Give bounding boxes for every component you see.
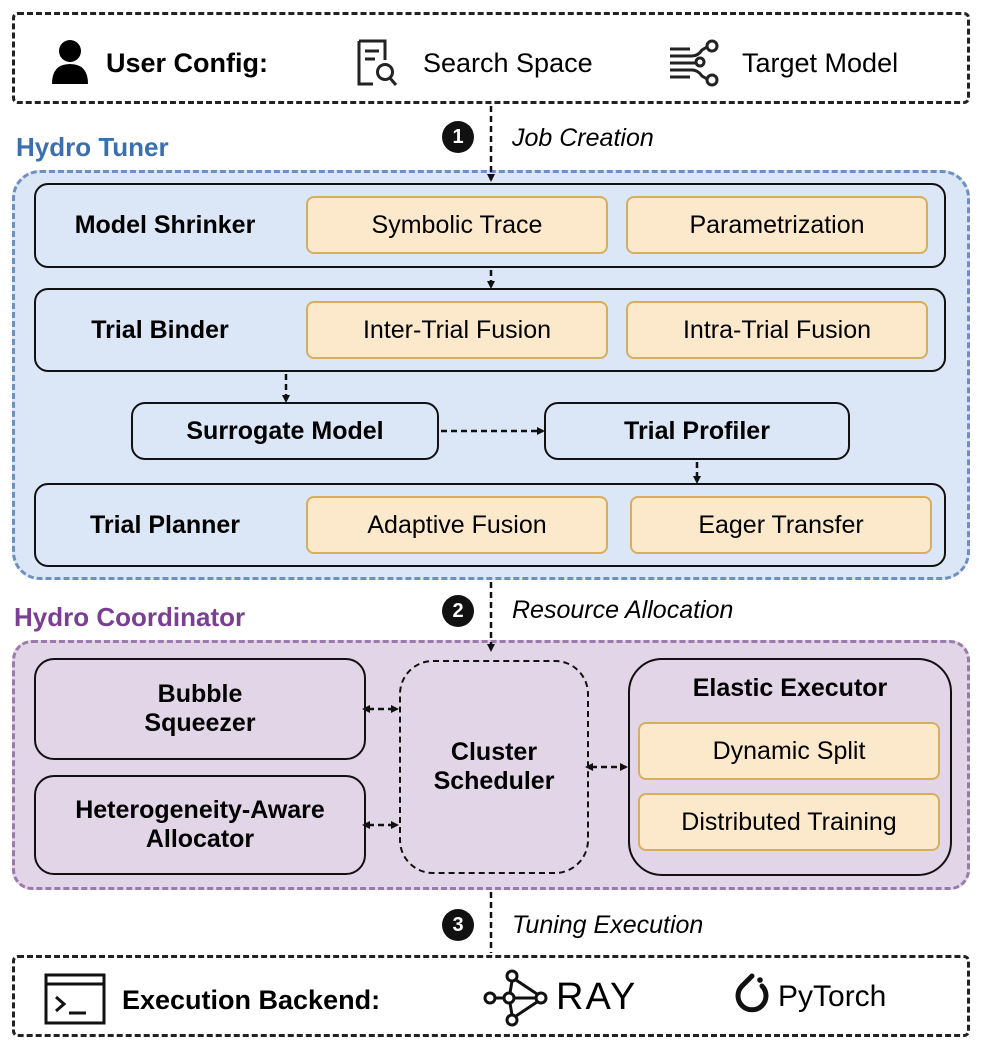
pytorch-label: PyTorch: [778, 980, 887, 1013]
ray-logo-icon: [482, 966, 550, 1030]
intra-trial-fusion-pill: Intra-Trial Fusion: [626, 301, 928, 359]
hydro-coordinator-title: Hydro Coordinator: [14, 602, 246, 632]
inter-trial-fusion-pill: Inter-Trial Fusion: [306, 301, 608, 359]
terminal-icon: [44, 973, 106, 1025]
hydro-tuner-title: Hydro Tuner: [16, 132, 169, 162]
step-1-badge: 1: [442, 121, 474, 153]
step-2-label: Resource Allocation: [512, 596, 734, 624]
elastic-executor-label: Elastic Executor: [692, 673, 888, 702]
step-3-label: Tuning Execution: [512, 911, 704, 939]
parametrization-pill: Parametrization: [626, 196, 928, 254]
pytorch-logo-icon: [732, 970, 772, 1020]
trial-binder-label: Trial Binder: [91, 315, 229, 344]
distributed-training-pill: Distributed Training: [638, 793, 940, 851]
search-document-icon: [355, 38, 399, 88]
ray-label: RAY: [556, 976, 638, 1018]
user-config-label: User Config:: [106, 48, 268, 78]
execution-backend-bar: [12, 955, 970, 1037]
step-3-badge: 3: [442, 909, 474, 941]
symbolic-trace-pill: Symbolic Trace: [306, 196, 608, 254]
bubble-squeezer-box: Bubble Squeezer: [34, 658, 366, 760]
eager-transfer-pill: Eager Transfer: [630, 496, 932, 554]
trial-profiler-box: Trial Profiler: [544, 402, 850, 460]
trial-planner-label: Trial Planner: [89, 510, 241, 539]
user-icon: [50, 38, 90, 86]
search-space-label: Search Space: [423, 48, 593, 78]
cluster-scheduler-box: Cluster Scheduler: [399, 660, 589, 874]
adaptive-fusion-pill: Adaptive Fusion: [306, 496, 608, 554]
target-model-icon: [666, 38, 720, 88]
target-model-label: Target Model: [742, 48, 899, 78]
step-2-badge: 2: [442, 595, 474, 627]
surrogate-model-box: Surrogate Model: [131, 402, 439, 460]
execution-backend-label: Execution Backend:: [122, 985, 381, 1015]
model-shrinker-label: Model Shrinker: [74, 211, 256, 239]
dynamic-split-pill: Dynamic Split: [638, 722, 940, 780]
heterogeneity-aware-allocator-box: Heterogeneity-Aware Allocator: [34, 775, 366, 875]
step-1-label: Job Creation: [512, 124, 654, 152]
user-config-bar: [12, 12, 970, 104]
